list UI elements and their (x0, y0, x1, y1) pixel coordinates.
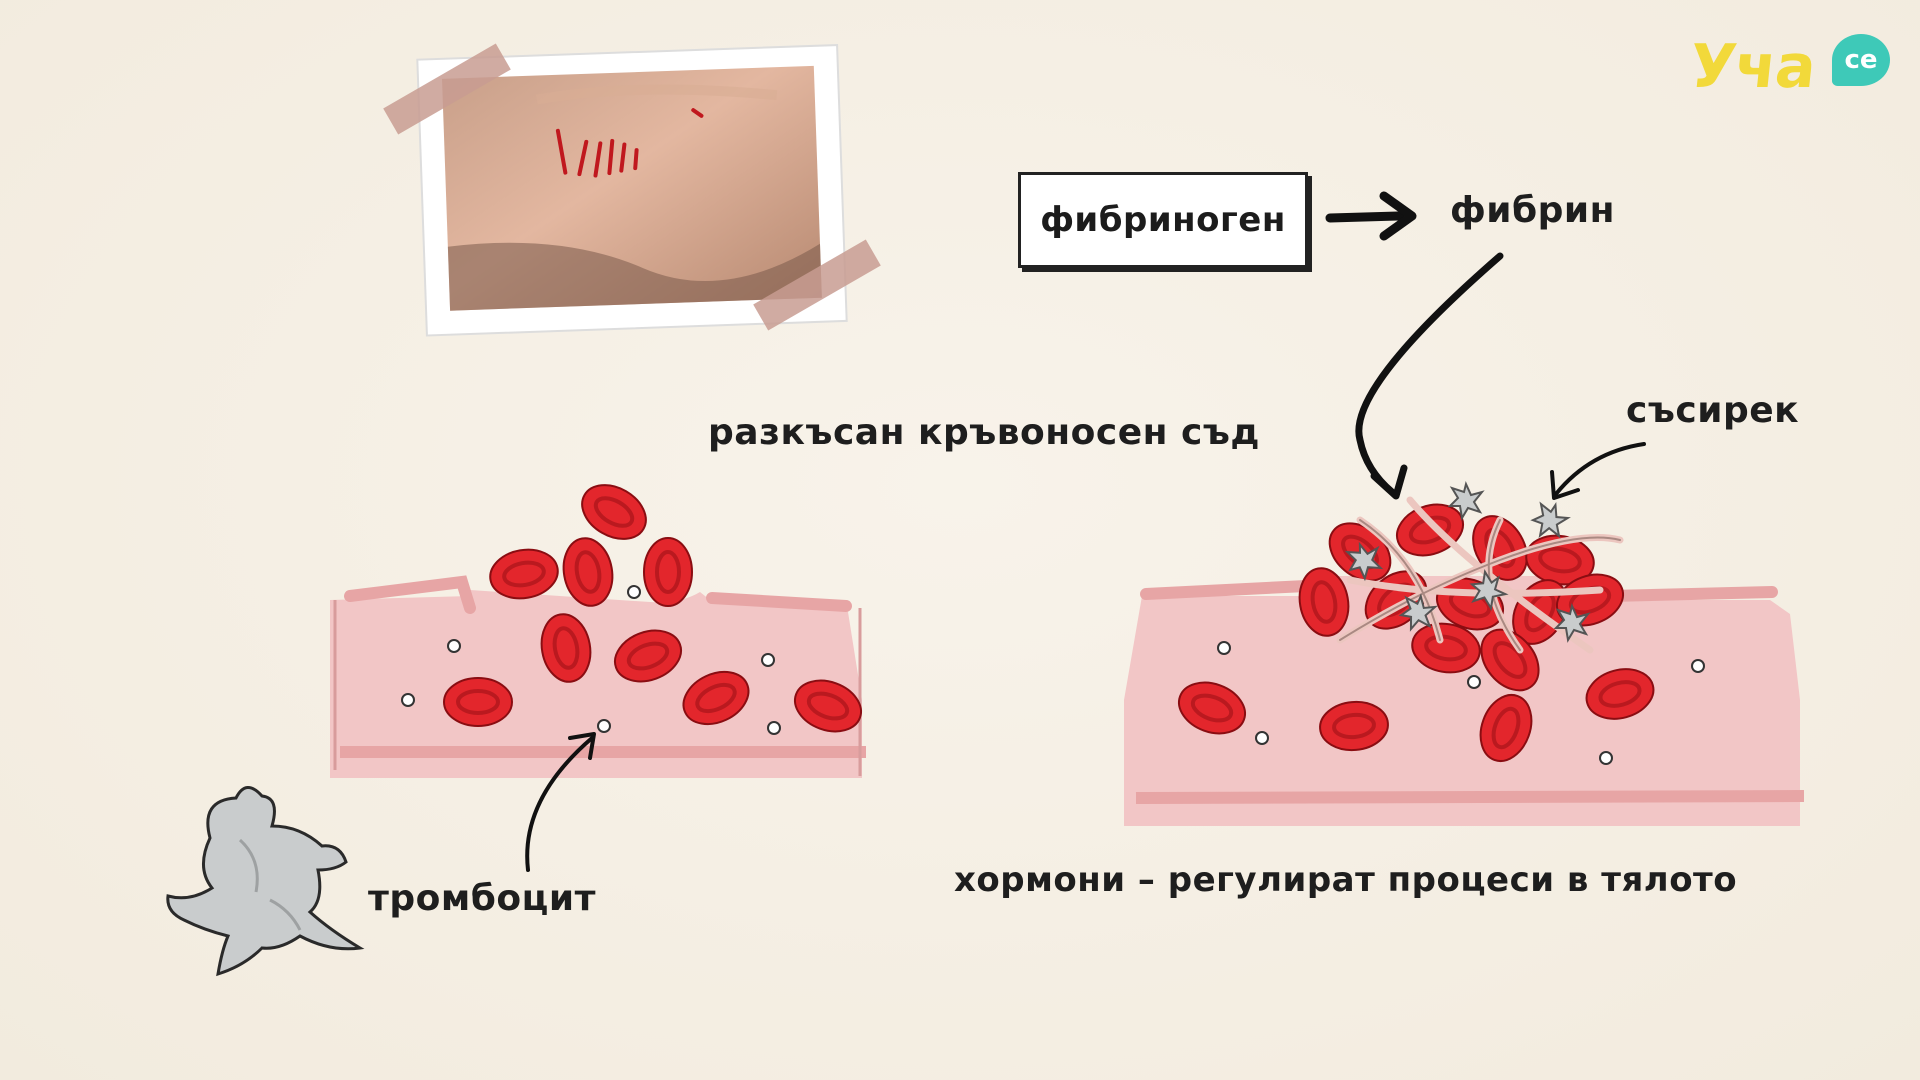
fibrin-label: фибрин (1450, 190, 1615, 231)
platelet-icon (166, 786, 365, 977)
logo-bubble: се (1832, 34, 1890, 86)
torn-vessel-label: разкъсан кръвоносен съд (708, 412, 1261, 453)
right-vessel (1124, 576, 1800, 826)
platelet-label: тромбоцит (368, 878, 596, 919)
fibrinogen-box: фибриноген (1018, 172, 1308, 268)
clot-pointer-arrow (1554, 442, 1646, 496)
fibrin-pointer-arrow (1355, 252, 1504, 496)
wound-marks (555, 108, 704, 178)
blood-clot (1292, 483, 1633, 704)
platelet-pointer-arrow (525, 736, 594, 872)
left-vessel (330, 590, 862, 778)
clot-label: съсирек (1626, 390, 1800, 431)
brand-logo: Уча се (1686, 30, 1890, 110)
fibrinogen-label: фибриноген (1040, 200, 1286, 240)
hormones-label: хормони – регулират процеси в тялото (954, 860, 1738, 900)
